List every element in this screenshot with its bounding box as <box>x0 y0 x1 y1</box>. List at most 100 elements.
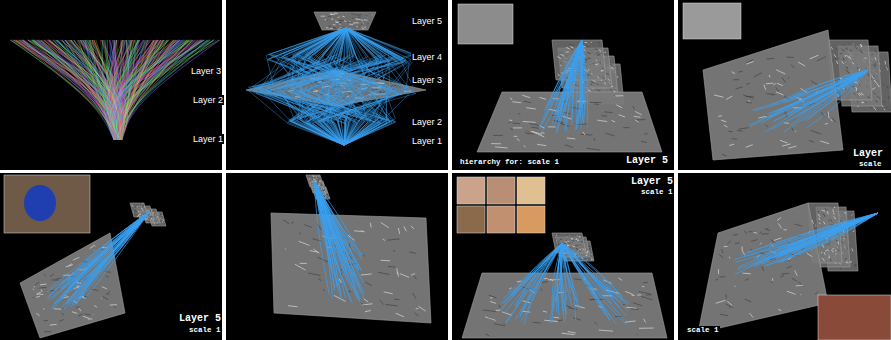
edge-texture <box>367 14 368 16</box>
edge-texture <box>738 71 742 73</box>
edge-texture <box>836 48 838 49</box>
edge-texture <box>841 49 844 52</box>
edge-texture <box>563 67 564 68</box>
edge-texture <box>825 123 828 125</box>
activation-path <box>749 70 868 125</box>
edge-texture <box>610 64 613 66</box>
edge-texture <box>59 319 64 321</box>
edge-texture <box>332 16 333 17</box>
edge-texture <box>149 209 150 211</box>
input-photo <box>683 3 741 39</box>
hierarchy-line <box>116 40 163 140</box>
edge-texture <box>338 28 340 30</box>
edge-texture <box>356 14 359 16</box>
edge-texture <box>161 215 163 216</box>
hierarchy-line <box>78 40 123 140</box>
edge-texture <box>95 246 96 247</box>
panel-background <box>0 173 222 340</box>
edge-texture <box>512 102 521 103</box>
edge-texture <box>313 249 319 253</box>
edge-texture <box>320 184 322 185</box>
edge-texture <box>94 305 97 307</box>
edge-texture <box>157 223 158 225</box>
edge-texture <box>843 58 845 61</box>
edge-texture <box>151 218 152 220</box>
edge-texture <box>644 133 647 135</box>
panel-background <box>452 0 674 170</box>
edge-texture <box>365 310 371 311</box>
edge-texture <box>136 211 138 212</box>
edge-texture <box>766 83 774 85</box>
edge-texture <box>848 72 850 73</box>
edge-texture <box>323 190 325 191</box>
hierarchy-line <box>115 40 159 140</box>
edge-texture <box>525 132 527 133</box>
edge-texture <box>875 50 877 53</box>
edge-texture <box>43 308 45 309</box>
edge-texture <box>79 307 81 311</box>
edge-texture <box>364 299 368 302</box>
edge-texture <box>285 248 287 249</box>
edge-texture <box>308 178 310 179</box>
edge-texture <box>416 308 419 310</box>
edge-texture <box>600 62 601 64</box>
edge-texture <box>101 297 102 299</box>
edge-texture <box>151 215 152 216</box>
hierarchy-line <box>110 40 123 140</box>
activation-path <box>53 211 150 310</box>
edge-texture <box>599 44 601 45</box>
edge-texture <box>370 223 372 228</box>
hierarchy-line <box>111 40 182 140</box>
edge-texture <box>508 122 510 124</box>
activation-path <box>539 40 582 129</box>
edge-texture <box>836 61 837 64</box>
activation-path <box>257 28 346 145</box>
edge-texture <box>334 28 336 29</box>
edge-texture <box>769 75 771 77</box>
edge-texture <box>371 14 373 15</box>
hierarchy-line <box>112 40 200 140</box>
edge-texture <box>151 216 153 217</box>
edge-texture <box>337 17 339 18</box>
activation-path <box>283 28 346 145</box>
edge-texture <box>398 272 399 276</box>
edge-texture <box>51 279 59 280</box>
edge-texture <box>522 95 530 98</box>
edge-texture <box>409 252 416 254</box>
edge-texture <box>135 210 136 211</box>
edge-texture <box>845 55 846 57</box>
panel <box>0 173 222 340</box>
activation-path <box>68 211 150 288</box>
activation-path <box>551 40 582 106</box>
edge-texture <box>319 184 320 185</box>
edge-texture <box>314 180 316 181</box>
edge-texture <box>132 204 133 205</box>
edge-texture <box>526 133 534 134</box>
edge-texture <box>393 250 395 251</box>
edge-texture <box>141 212 142 214</box>
edge-texture <box>138 207 140 208</box>
edge-texture <box>831 119 833 121</box>
hierarchy-line <box>118 40 176 140</box>
activation-path <box>290 28 408 145</box>
edge-texture <box>735 87 742 89</box>
edge-texture <box>321 16 326 17</box>
hierarchy-line <box>19 40 122 140</box>
input-photo <box>4 175 90 233</box>
edge-texture <box>304 225 312 228</box>
activation-path <box>288 28 379 145</box>
edge-texture <box>777 83 783 85</box>
edge-texture <box>134 215 136 217</box>
edge-texture <box>585 60 586 61</box>
edge-texture <box>566 55 567 57</box>
edge-texture <box>155 211 156 212</box>
edge-texture <box>140 209 142 210</box>
edge-texture <box>604 111 613 113</box>
edge-texture <box>792 128 793 131</box>
edge-texture <box>365 28 366 29</box>
edge-texture <box>328 196 329 198</box>
edge-texture <box>602 77 604 79</box>
edge-texture <box>746 145 753 148</box>
activation-path <box>252 28 389 145</box>
edge-texture <box>771 94 775 95</box>
